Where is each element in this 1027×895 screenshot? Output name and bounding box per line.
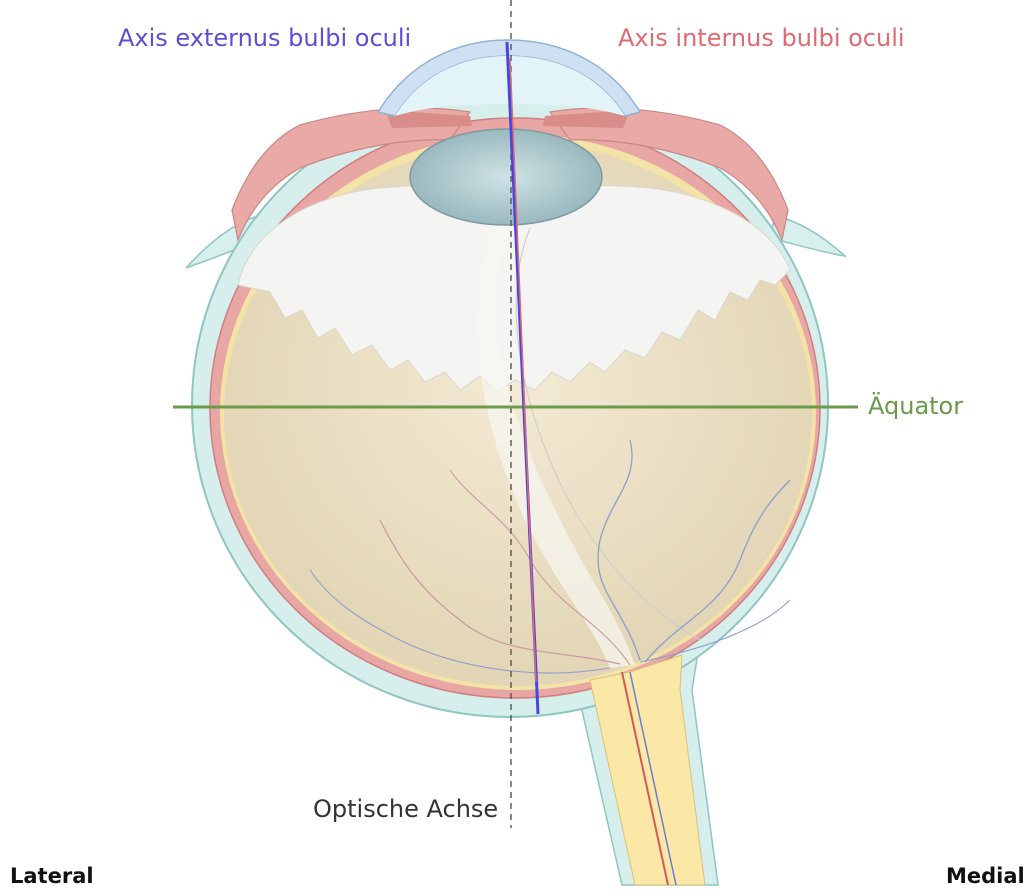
equator-label: Äquator <box>868 392 964 420</box>
axis-internus-line <box>509 57 537 683</box>
lateral-label: Lateral <box>10 864 94 888</box>
retinal-vessel-2 <box>644 479 791 663</box>
lens <box>409 128 603 226</box>
retinal-vessel-1 <box>597 439 641 661</box>
retinal-vessel-5 <box>639 599 791 663</box>
optic-nerve-vessels <box>621 671 669 886</box>
axis-externus-label: Axis externus bulbi oculi <box>118 24 412 52</box>
optic-nerve-vein <box>629 671 677 886</box>
retinal-vessel-6 <box>309 569 611 674</box>
hyaloid-canal <box>477 225 635 668</box>
retinal-vessel-3 <box>379 519 621 665</box>
iris-right <box>543 110 630 128</box>
axis-internus-label: Axis internus bulbi oculi <box>618 24 905 52</box>
hyaloid-canal-edge <box>515 227 701 641</box>
medial-label: Medial <box>946 864 1025 888</box>
optical-axis-label: Optische Achse <box>313 795 499 823</box>
iris-left <box>385 110 472 128</box>
